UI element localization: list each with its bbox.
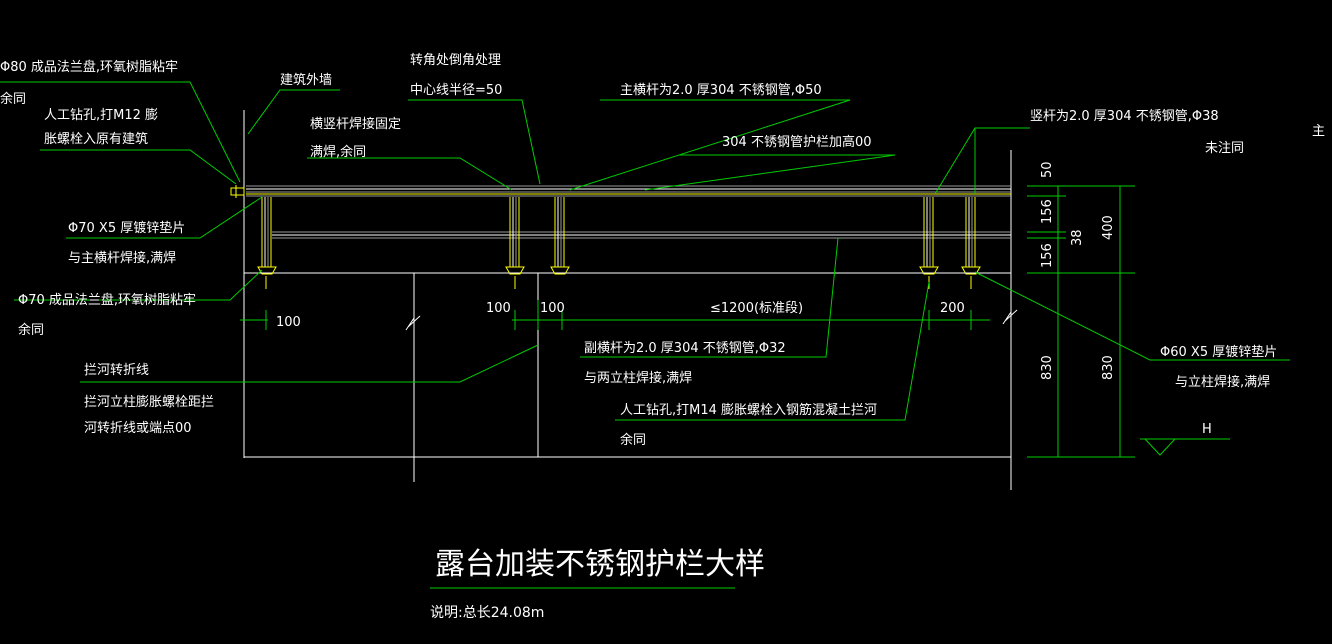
note-corner-line1: 转角处倒角处理 xyxy=(410,53,501,68)
drawing-title: 露台加装不锈钢护栏大样 xyxy=(435,547,765,582)
note-sub-rail-line1: 副横杆为2.0 厚304 不锈钢管,Φ32 xyxy=(584,341,786,356)
dim-156-b: 156 xyxy=(1040,243,1055,268)
notes: Φ80 成品法兰盘,环氧树脂粘牢 余同 人工钻孔,打M12 膨 胀螺栓入原有建筑… xyxy=(0,53,1325,448)
post-5 xyxy=(961,197,981,289)
note-bolt14-line2: 余同 xyxy=(620,432,646,448)
note-bolt12-line2: 胀螺栓入原有建筑 xyxy=(44,131,148,147)
note-guard-height: 304 不锈钢管护栏加高00 xyxy=(722,134,872,150)
dim-100-a: 100 xyxy=(486,301,511,316)
dimension-lines xyxy=(240,185,1230,458)
railing xyxy=(230,185,1011,289)
dim-200: 200 xyxy=(940,301,965,316)
note-flange80-line1: Φ80 成品法兰盘,环氧树脂粘牢 xyxy=(0,59,178,75)
note-weld-fix-line1: 横竖杆焊接固定 xyxy=(310,116,401,132)
note-fold-line2: 拦河立柱膨胀螺栓距拦 xyxy=(84,395,214,410)
level-mark: H xyxy=(1202,422,1212,437)
note-bolt12-line1: 人工钻孔,打M12 膨 xyxy=(44,108,158,123)
drawing-subtitle: 说明:总长24.08m xyxy=(430,605,544,621)
post-4 xyxy=(919,197,939,289)
note-flange70-line2: 余同 xyxy=(18,322,44,338)
note-post-line1: 竖杆为2.0 厚304 不锈钢管,Φ38 xyxy=(1030,109,1219,124)
dim-100-b: 100 xyxy=(540,301,565,316)
note-flange80-line2: 余同 xyxy=(0,91,26,107)
note-flange70-line1: Φ70 成品法兰盘,环氧树脂粘牢 xyxy=(18,292,196,308)
dimension-text: 100 100 100 ≤1200(标准段) 200 50 156 156 38… xyxy=(276,161,1212,437)
dim-830-a: 830 xyxy=(1040,355,1055,380)
note-edge-text: 主 xyxy=(1312,124,1325,139)
dim-830-b: 830 xyxy=(1101,355,1116,380)
post-3 xyxy=(550,197,570,275)
dim-156-a: 156 xyxy=(1040,199,1055,224)
dim-400: 400 xyxy=(1101,215,1116,240)
note-pad70-line2: 与主横杆焊接,满焊 xyxy=(68,250,176,266)
title-block: 露台加装不锈钢护栏大样 说明:总长24.08m xyxy=(430,547,765,621)
dim-38: 38 xyxy=(1070,229,1085,246)
dim-1200: ≤1200(标准段) xyxy=(710,301,803,316)
leader-lines xyxy=(0,81,1290,421)
note-post-line2: 未注同 xyxy=(1205,141,1244,156)
note-pad60-line1: Φ60 X5 厚镀锌垫片 xyxy=(1160,344,1277,360)
note-sub-rail-line2: 与两立柱焊接,满焊 xyxy=(584,370,692,386)
note-bolt14-line1: 人工钻孔,打M14 膨胀螺栓入钢筋混凝土拦河 xyxy=(620,402,877,418)
note-pad60-line2: 与立柱焊接,满焊 xyxy=(1175,374,1270,390)
note-weld-fix-line2: 满焊,余同 xyxy=(310,144,366,160)
note-fold-line1: 拦河转折线 xyxy=(84,363,149,378)
note-fold-line3: 河转折线或端点00 xyxy=(84,421,192,436)
note-corner-line2: 中心线半径=50 xyxy=(410,83,502,98)
dim-50: 50 xyxy=(1040,161,1055,178)
note-main-rail: 主横杆为2.0 厚304 不锈钢管,Φ50 xyxy=(620,83,822,98)
post-2 xyxy=(505,197,525,289)
dim-100-left: 100 xyxy=(276,315,301,330)
note-pad70-line1: Φ70 X5 厚镀锌垫片 xyxy=(68,220,185,236)
structure-geometry xyxy=(243,110,1018,490)
post-1 xyxy=(257,197,277,289)
note-outer-wall: 建筑外墙 xyxy=(280,72,332,88)
